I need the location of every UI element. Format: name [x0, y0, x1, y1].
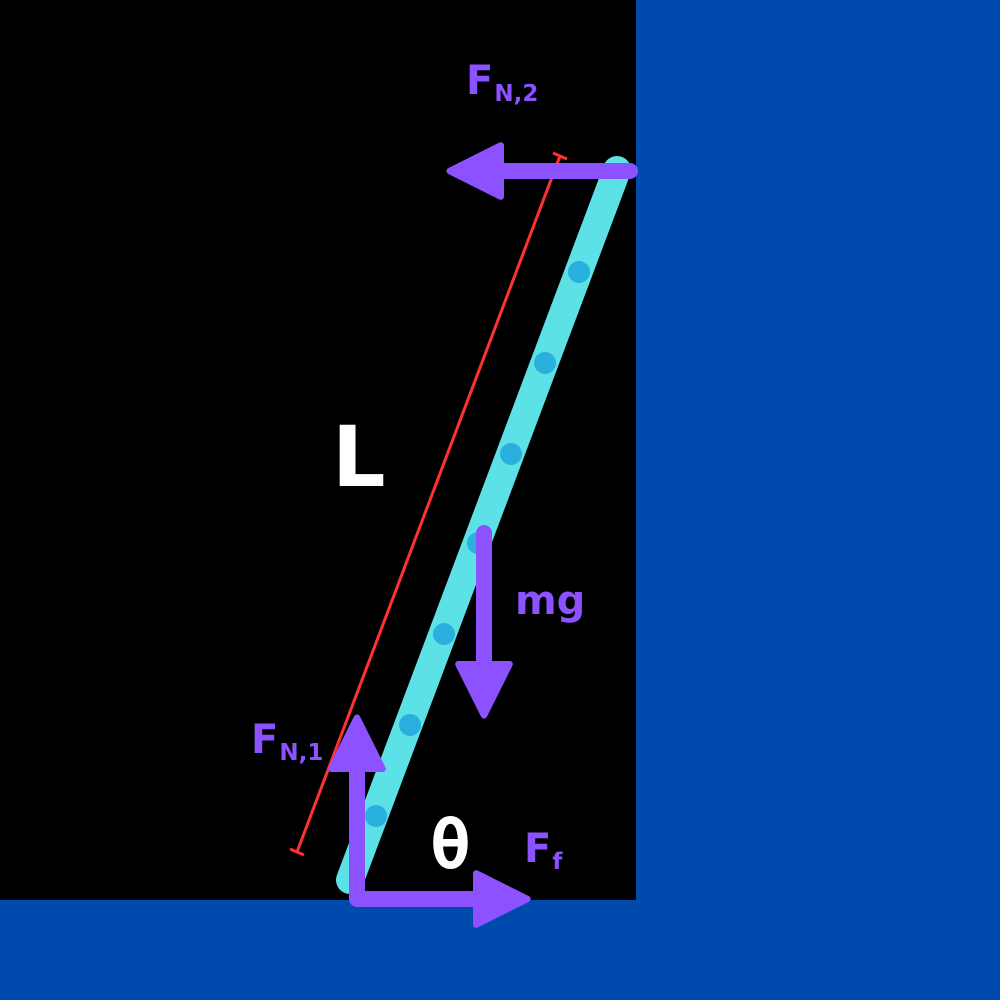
label-normal-wall-main: F: [466, 58, 493, 104]
label-normal-wall-sub: N,2: [494, 81, 538, 107]
label-normal-floor-sub: N,1: [279, 740, 323, 766]
label-normal-floor-main: F: [251, 717, 278, 763]
floor: [0, 900, 1000, 1000]
label-friction: Ff: [524, 826, 563, 875]
label-normal-floor: FN,1: [251, 717, 323, 766]
ladder: [336, 156, 631, 894]
label-friction-main: F: [524, 826, 551, 872]
ladder-rung: [365, 805, 387, 827]
label-normal-wall: FN,2: [466, 58, 538, 107]
ladder-rung: [399, 714, 421, 736]
label-length: L: [332, 408, 386, 506]
ladder-rung: [500, 443, 522, 465]
wall: [636, 0, 1000, 1000]
label-friction-sub: f: [552, 849, 563, 875]
label-weight: mg: [515, 578, 585, 624]
ladder-rung: [433, 623, 455, 645]
label-angle: θ: [430, 806, 471, 885]
ladder-rung: [568, 261, 590, 283]
ladder-rung: [534, 352, 556, 374]
